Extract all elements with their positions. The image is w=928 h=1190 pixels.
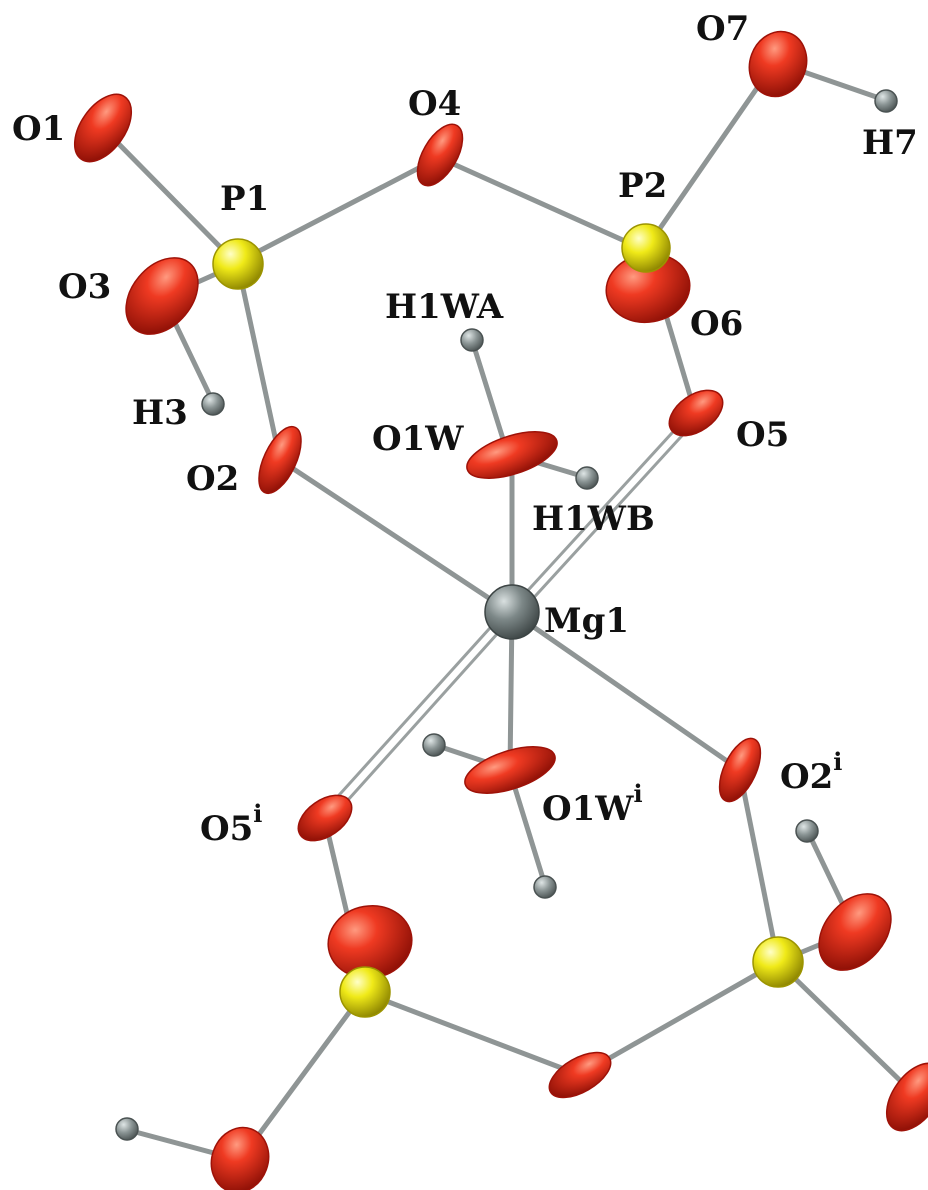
atom-Oedge (885, 1062, 928, 1132)
atom-Olow (210, 1126, 270, 1190)
atom-Hlow (115, 1117, 139, 1141)
atom-O3 (125, 257, 199, 335)
label-O2i-base: O2 (780, 757, 833, 797)
atom-O2i (718, 737, 762, 803)
atom-O5 (668, 389, 724, 437)
atom-P2 (621, 223, 671, 273)
label-H1WA: H1WA (385, 287, 504, 327)
label-O5i: O5i (200, 799, 262, 849)
label-O5i-sup: i (253, 799, 262, 828)
label-O1W: O1W (372, 419, 464, 459)
atom-H3 (201, 392, 225, 416)
label-P1: P1 (220, 179, 269, 219)
atoms (73, 30, 928, 1190)
label-O6: O6 (690, 304, 743, 344)
atom-O5i (297, 794, 353, 842)
atom-Hr (795, 819, 819, 843)
label-H3: H3 (132, 393, 188, 433)
label-O4: O4 (408, 84, 461, 124)
atom-Mg1 (484, 584, 540, 640)
label-O3: O3 (58, 267, 111, 307)
label-O2: O2 (186, 459, 239, 499)
bond-Plow-Olow (237, 992, 365, 1163)
bond-O1W-H1WA (469, 337, 511, 458)
atom-Ohr (818, 893, 892, 971)
atom-Hc (533, 875, 557, 899)
atom-Pr (752, 936, 804, 988)
atom-O7 (748, 30, 808, 98)
bond-P2-O7 (642, 59, 778, 253)
bond-O1Wi-Hc (507, 769, 548, 888)
atom-O2 (258, 425, 302, 495)
bond-O1-P1 (102, 127, 238, 265)
atom-H1WA (460, 328, 484, 352)
bond-O5-Mg1-b (515, 414, 702, 618)
bond-O2-Mg1 (277, 457, 513, 615)
atom-Plow (339, 966, 391, 1018)
bond-Mg1-O5i-b (328, 612, 517, 822)
label-O1Wi-sup: i (633, 779, 642, 808)
label-H1WB: H1WB (532, 499, 655, 539)
bond-O4-P2 (437, 155, 648, 253)
label-Mg1: Mg1 (544, 601, 629, 641)
label-O2i: O2i (780, 747, 842, 797)
atom-H1WB (575, 466, 599, 490)
label-O5: O5 (736, 415, 789, 455)
bond-P1-O2 (235, 262, 283, 463)
label-H7: H7 (862, 123, 918, 163)
atom-O1W (466, 431, 558, 479)
label-O5i-base: O5 (200, 809, 253, 849)
label-P2: P2 (618, 166, 667, 206)
label-O1: O1 (12, 109, 65, 149)
atom-O4 (416, 123, 464, 187)
label-O1Wi: O1Wi (542, 779, 643, 829)
double-bonds (320, 408, 702, 822)
atom-O1 (73, 93, 133, 163)
atom-H7 (874, 89, 898, 113)
bond-O5-Mg1-a (508, 408, 695, 612)
bond-Pr-Oedge (775, 959, 918, 1098)
labels: O1 P1 O4 P2 O7 H7 O3 H1WA O6 H3 O1W O5 O… (12, 9, 918, 849)
label-O2i-sup: i (833, 747, 842, 776)
bond-Mg1-O5i-a (320, 606, 510, 816)
atom-P1 (212, 238, 264, 290)
bond-Mg1-O2i (509, 609, 743, 773)
bond-Obridge-Pr (577, 959, 781, 1078)
bond-P1-O4 (235, 155, 441, 265)
atom-Obridge (548, 1051, 612, 1099)
bond-Plow-Obridge (362, 990, 583, 1078)
label-O7: O7 (696, 9, 749, 49)
atom-Hb (422, 733, 446, 757)
label-O1Wi-base: O1W (542, 789, 634, 829)
bond-O2i-Pr (737, 769, 781, 965)
atom-O1Wi (464, 746, 556, 794)
